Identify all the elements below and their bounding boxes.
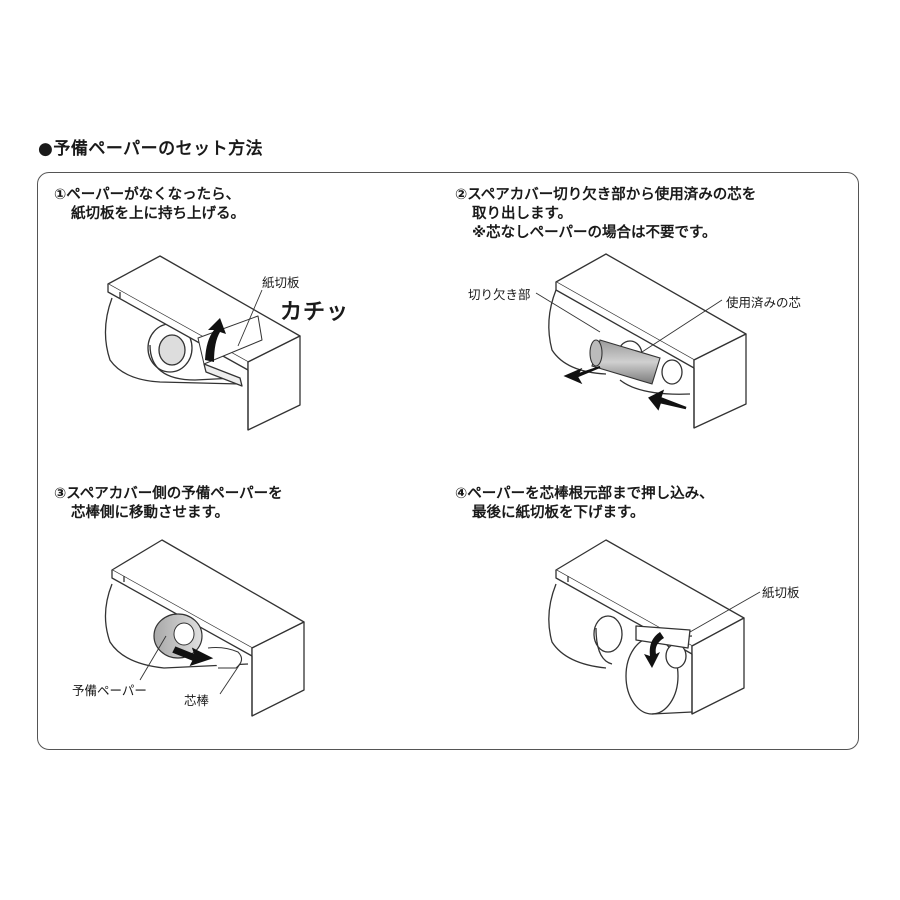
holder-illustration-2 — [549, 254, 746, 428]
spare-paper-leader — [140, 636, 166, 680]
core-rod-label: 芯棒 — [184, 690, 209, 709]
click-sound-label: カチッ — [280, 294, 349, 326]
left-arrow-icon — [566, 367, 600, 382]
holder-illustration-4 — [549, 540, 744, 714]
paper-cutter-label-4: 紙切板 — [762, 582, 800, 601]
notch-label: 切り欠き部 — [468, 284, 531, 303]
spare-paper-label: 予備ペーパー — [72, 680, 147, 699]
paper-cutter-label-1: 紙切板 — [262, 272, 300, 291]
used-core-label: 使用済みの芯 — [726, 292, 801, 311]
